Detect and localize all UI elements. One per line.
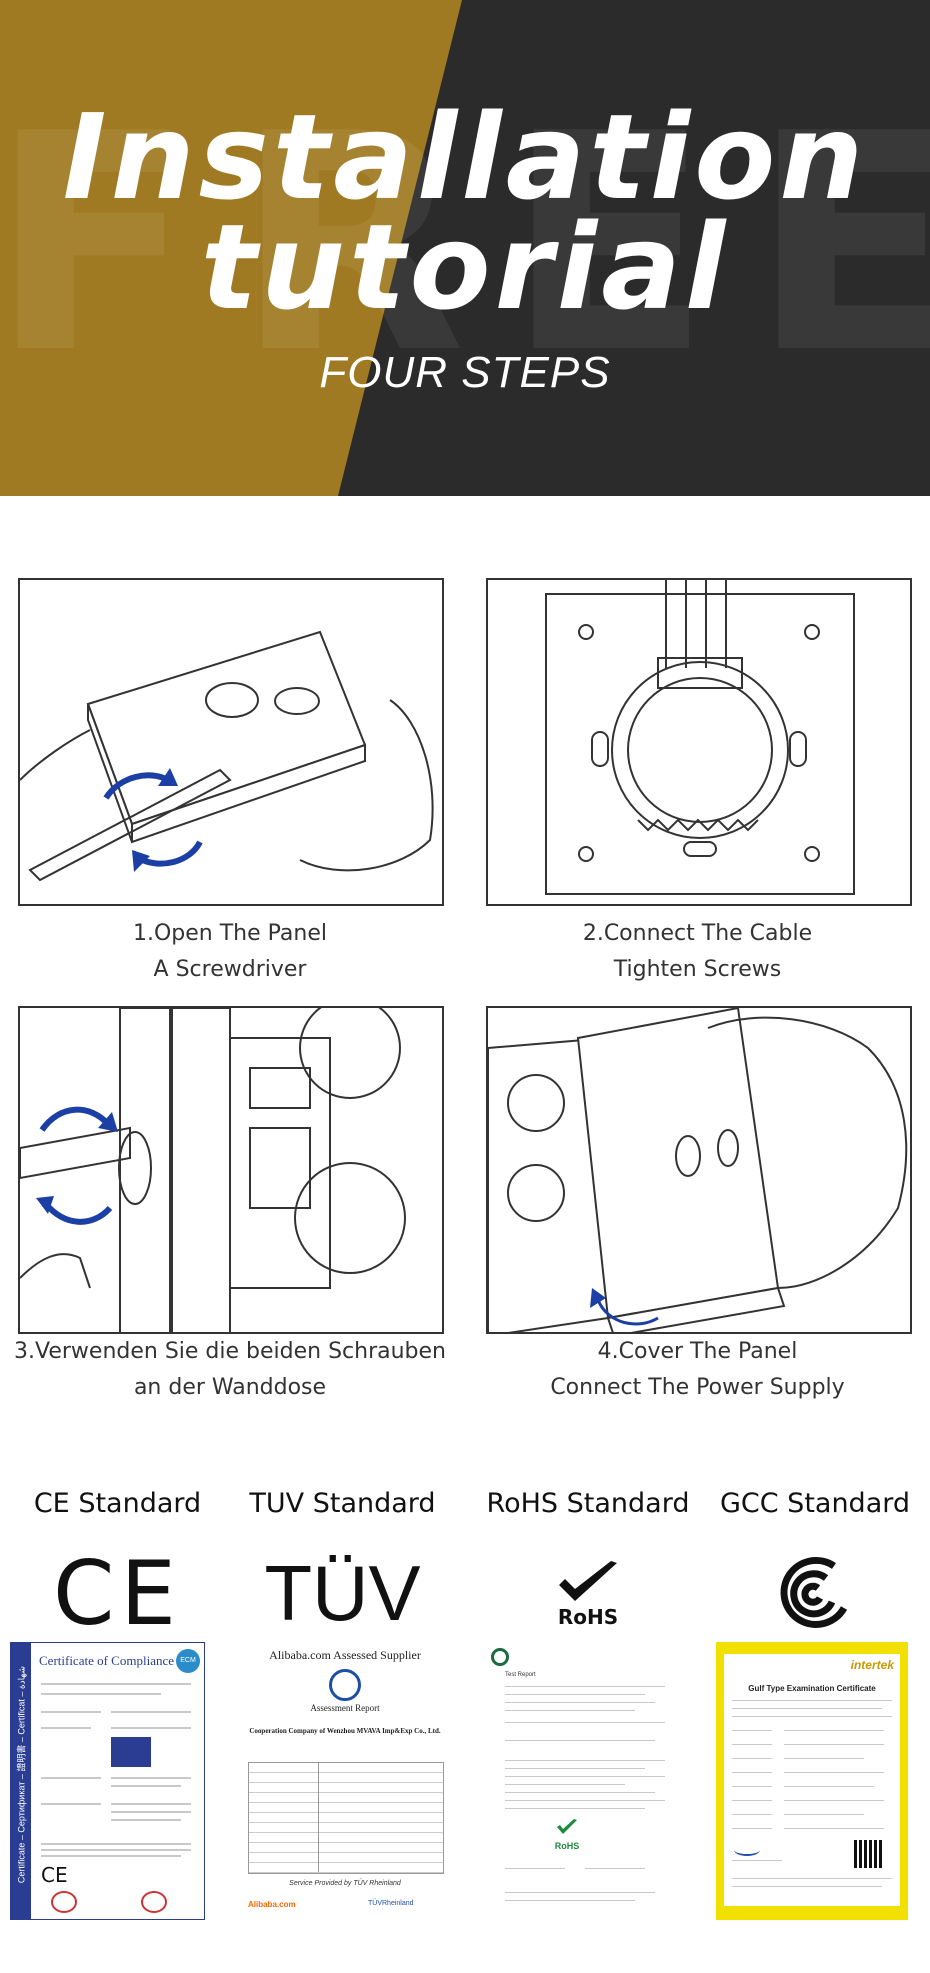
alibaba-logo: Alibaba.com [248, 1900, 296, 1909]
ce-certificate-image: Certificate – Сертификат – 證明書 – Certifi… [10, 1642, 205, 1920]
step3-line2: an der Wanddose [133, 1375, 327, 1400]
hero-subtitle: FOUR STEPS [319, 348, 611, 397]
hero-banner: FREE Installation tutorial FOUR STEPS [0, 0, 930, 496]
standard-label-ce: CE Standard [33, 1488, 202, 1519]
alibaba-report-subtitle: Assessment Report [310, 1703, 380, 1713]
ce-certificate-side-band: Certificate – Сертификат – 證明書 – Certifi… [11, 1643, 31, 1919]
step4-line1: 4.Cover The Panel [597, 1339, 798, 1364]
tuv-rheinland-logo: TÜVRheinland [368, 1900, 414, 1907]
gcc-certificate-image: intertek Gulf Type Examination Certifica… [716, 1642, 908, 1920]
hero-watermark: FREE [0, 70, 930, 419]
gcc-mark-icon [705, 1548, 925, 1638]
step3-caption: 3.Verwenden Sie die beiden Schrauben an … [0, 1334, 460, 1406]
standard-label-gcc: GCC Standard [719, 1488, 911, 1519]
alibaba-report-footer: Service Provided by TÜV Rheinland [289, 1880, 401, 1887]
alibaba-report-title: Alibaba.com Assessed Supplier [269, 1648, 421, 1662]
step4-caption: 4.Cover The Panel Connect The Power Supp… [465, 1334, 930, 1406]
rohs-report-title: Test Report [505, 1672, 536, 1678]
tuv-mark-icon: TÜV [264, 1548, 421, 1637]
step2-illustration [486, 578, 912, 906]
rohs-report-logo: RoHS [547, 1818, 587, 1851]
alibaba-report-company: Cooperation Company of Wenzhou MVAVA Imp… [249, 1727, 441, 1735]
step1-line1: 1.Open The Panel [132, 921, 327, 946]
ce-certificate-title: Certificate of Compliance [39, 1653, 175, 1668]
standard-label-rohs: RoHS Standard [486, 1488, 690, 1519]
step1-line2: A Screwdriver [153, 957, 307, 982]
hero-title-line2: tutorial [200, 198, 730, 336]
step3-illustration [18, 1006, 444, 1334]
step2-line2: Tighten Screws [613, 957, 782, 982]
gcc-certificate-title: Gulf Type Examination Certificate [748, 1684, 876, 1693]
step3-line1: 3.Verwenden Sie die beiden Schrauben [14, 1339, 446, 1364]
step1-illustration [18, 578, 444, 906]
ce-mark-icon: CE [52, 1541, 183, 1645]
standard-label-tuv: TUV Standard [249, 1488, 436, 1519]
ce-certificate-logo: CE [41, 1863, 68, 1887]
rohs-check-icon: RoHS [478, 1548, 698, 1638]
rohs-test-report-image: Test Report RoHS [485, 1642, 685, 1920]
step4-line2: Connect The Power Supply [550, 1375, 845, 1400]
hero-background [0, 0, 930, 496]
tuv-assessment-report-image: Alibaba.com Assessed Supplier Assessment… [240, 1642, 450, 1920]
step4-illustration [486, 1006, 912, 1334]
hero-title-line1: Installation [62, 88, 868, 226]
ecm-badge-icon: ECM [176, 1649, 200, 1673]
step2-caption: 2.Connect The Cable Tighten Screws [465, 916, 930, 988]
step2-line1: 2.Connect The Cable [582, 921, 813, 946]
intertek-logo: intertek [850, 1658, 894, 1672]
step1-caption: 1.Open The Panel A Screwdriver [0, 916, 460, 988]
